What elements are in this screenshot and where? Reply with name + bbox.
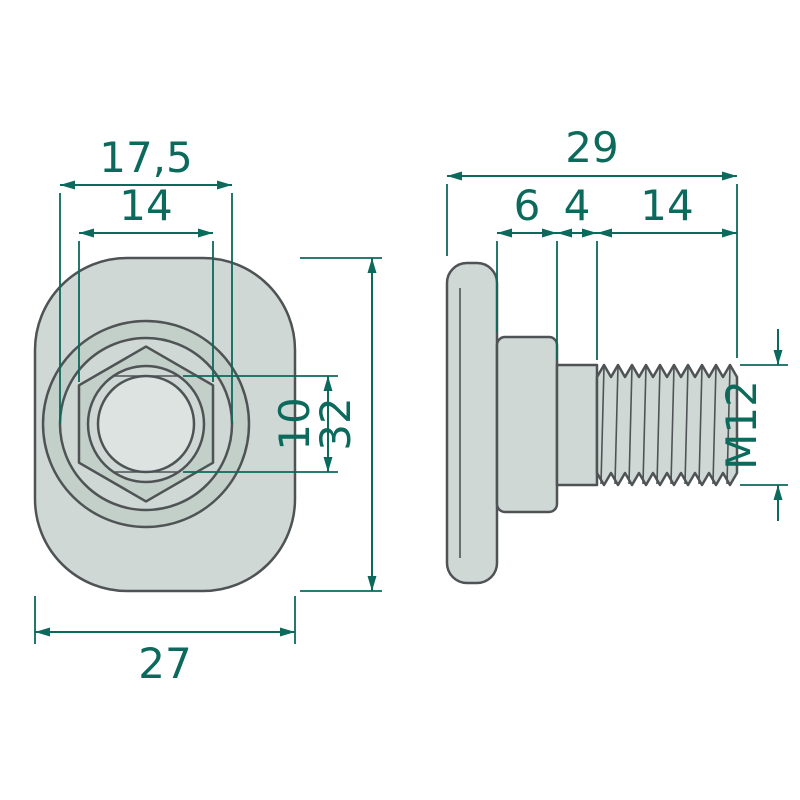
dim-plate-width: 27 bbox=[34, 596, 296, 688]
dim-head-diameter: 17,5 bbox=[59, 133, 233, 424]
head-side-outline bbox=[495, 335, 559, 514]
thread-crest-lines bbox=[600, 365, 731, 485]
dim-plate-height: 32 bbox=[300, 257, 382, 592]
side-view: 29 6 4 14 M12 bbox=[445, 123, 788, 585]
dimension-label-head-length: 6 bbox=[514, 181, 541, 230]
dim-total-length: 29 bbox=[446, 123, 738, 358]
dim-segment-lengths: 6 4 14 bbox=[496, 181, 737, 360]
neck-circle bbox=[96, 374, 196, 474]
dim-neck-square: 10 bbox=[183, 375, 338, 473]
dimension-label: 10 bbox=[270, 397, 319, 450]
dimension-label: 29 bbox=[565, 123, 618, 172]
shank-side-outline bbox=[555, 363, 599, 487]
dimension-label: 32 bbox=[311, 397, 360, 450]
front-view: 17,5 14 10 32 27 bbox=[33, 133, 382, 688]
dimension-label: 27 bbox=[138, 639, 191, 688]
dim-hex-across-flats: 14 bbox=[78, 181, 214, 382]
dimension-label-shank-length: 4 bbox=[564, 181, 591, 230]
dimension-label: M12 bbox=[717, 380, 766, 470]
dimension-label: 14 bbox=[119, 181, 172, 230]
dimension-label-thread-length: 14 bbox=[640, 181, 693, 230]
flange-side-outline bbox=[445, 261, 499, 585]
dimension-label: 17,5 bbox=[99, 133, 193, 182]
dim-thread-spec: M12 bbox=[717, 329, 788, 521]
